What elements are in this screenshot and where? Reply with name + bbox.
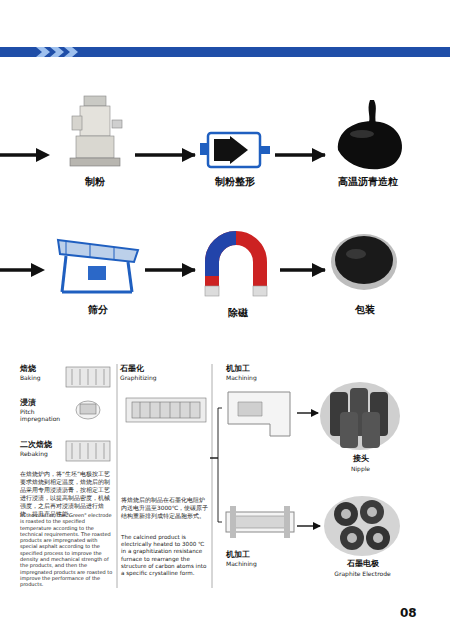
step-text: Nipple [318,465,403,472]
process-step: 机加工Machining [222,364,297,444]
process-step: 制粉 [55,90,135,190]
bracket-line [210,408,222,458]
process-step: 石墨电极 Graphite Electrode [320,495,405,585]
magnet-image [205,238,267,296]
flow-arrow [135,153,195,157]
step-title: 机加工 [226,364,296,373]
step-title: 石墨化 [120,364,208,373]
process-step: 焙烧Baking [20,364,115,390]
packaged-granules-image [331,234,397,290]
step-title: 接头 [318,454,403,463]
step-text: Graphite Electrode [320,570,405,577]
shaping-machine-image [200,133,270,167]
flow-arrow [280,268,325,272]
step-title: 高温沥青造粒 [325,176,410,188]
process-step: 筛分 [50,225,145,320]
furnace-icons [66,367,206,461]
step-text: Rebaking [20,450,64,457]
process-step: 包装 [325,225,405,320]
step-title: 包装 [325,304,405,316]
step-title: 制粉 [55,176,135,188]
bracket-line [210,458,222,522]
step-title: 浸渍 [20,398,64,407]
process-step: 机加工Machining [222,498,297,578]
process-note: 在焙烧炉内，将“生坯”电极按工艺要求焙烧到相定温度，焙烧后的制品采用专用浸渍沥青… [20,470,115,518]
flow-arrow [297,412,318,413]
column-dividers [117,364,212,588]
process-step: 石墨化Graphitizing 将焙烧后的制品在石墨化电阻炉内送电升温至3000℃… [120,364,210,586]
process-step: 制粉整形 [195,110,275,190]
step-text: The calcined product is electrically hea… [121,534,209,577]
step-text: Pitch impregnation [20,408,70,422]
process-step: 浸渍Pitch impregnation [20,398,115,432]
process-step: 接头 Nipple [318,380,403,480]
header-band [0,47,450,57]
step-text: 将焙烧后的制品在石墨化电阻炉内送电升温至3000℃，使碳原子结构重新排列成特定晶… [121,496,209,520]
flow-arrow [145,268,195,272]
step-title: 二次焙烧 [20,440,64,449]
step-title: 筛分 [50,304,145,316]
step-text: Baking [20,374,64,381]
process-step: 高温沥青造粒 [325,105,410,190]
page-number: 08 [400,606,430,620]
screen-sieve-image [58,240,138,292]
step-title: 制粉整形 [195,176,275,188]
process-step: 二次焙烧Rebaking [20,440,115,466]
grinding-mill-image [70,96,122,166]
step-title: 焙烧 [20,364,64,373]
pitch-granulation-image [338,100,402,169]
flow-arrow [297,525,320,526]
nipple-photo [320,382,400,450]
step-title: 石墨电极 [320,559,405,568]
process-note: In the roaster, the "Green" electrode is… [20,512,115,588]
electrode-photo [324,496,400,556]
step-title: 机加工 [226,550,296,559]
step-text: Machining [226,374,296,381]
process-step: 除磁 [195,230,280,322]
step-text: Graphitizing [120,374,208,381]
lead-arrows [0,148,50,277]
step-text: Machining [226,560,296,567]
machined-part-images [226,392,294,538]
flow-arrow [275,153,325,157]
step-title: 除磁 [195,307,280,319]
